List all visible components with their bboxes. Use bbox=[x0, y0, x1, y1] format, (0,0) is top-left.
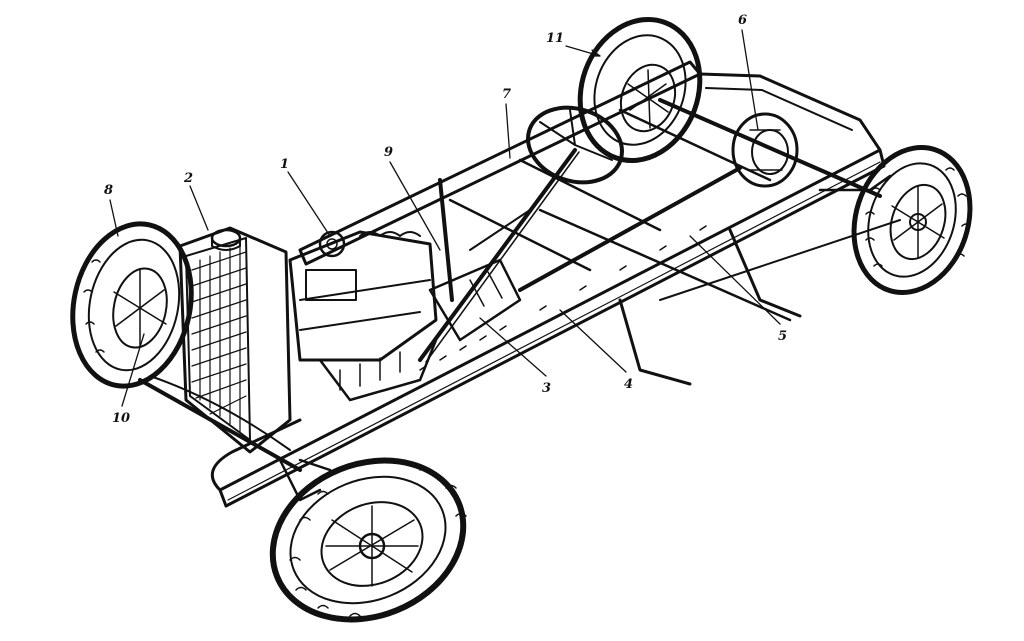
front-right-wheel bbox=[269, 457, 467, 623]
callout-10: 10 bbox=[112, 411, 130, 426]
propeller-shaft bbox=[518, 166, 901, 322]
callout-9: 9 bbox=[384, 145, 393, 160]
callout-1: 1 bbox=[280, 157, 289, 172]
leader-lines bbox=[109, 29, 781, 407]
callout-4: 4 bbox=[624, 377, 633, 392]
steering-assembly bbox=[418, 105, 624, 363]
callout-8: 8 bbox=[104, 183, 113, 198]
callout-labels: 1 2 3 4 5 6 7 8 9 10 11 bbox=[104, 13, 787, 426]
rear-right-wheel bbox=[851, 145, 973, 295]
callout-6: 6 bbox=[738, 13, 747, 28]
radiator bbox=[178, 226, 292, 454]
rear-left-wheel bbox=[577, 16, 703, 164]
callout-3: 3 bbox=[542, 381, 551, 396]
callout-5: 5 bbox=[778, 329, 787, 344]
rear-axle-differential bbox=[658, 98, 882, 198]
callout-2: 2 bbox=[183, 171, 193, 186]
front-axle bbox=[138, 375, 322, 502]
callout-11: 11 bbox=[546, 31, 564, 46]
callout-7: 7 bbox=[502, 87, 511, 102]
engine-block bbox=[288, 230, 522, 402]
